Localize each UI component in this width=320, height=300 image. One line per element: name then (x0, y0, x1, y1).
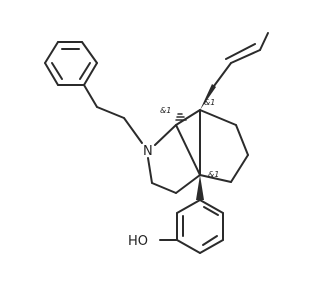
hashed-stereo-bond (175, 113, 187, 121)
phenyl-ring (44, 41, 98, 86)
stereo-label-c5: &1 (208, 170, 219, 179)
molecule-drawing: N (44, 32, 269, 254)
stereo-label-c1: &1 (160, 106, 171, 115)
ethyl-linker (83, 84, 143, 144)
stereo-label-c9: &1 (204, 98, 215, 107)
hydroxyphenyl-ring (176, 199, 224, 254)
wedge-aryl-bond (196, 175, 204, 200)
wedge-stereo-bond (200, 84, 216, 110)
nitrogen-atom-label: N (143, 144, 153, 159)
hydroxyl-atom-label: HO (128, 234, 148, 249)
propenyl-group (213, 32, 269, 87)
bicyclic-core (147, 109, 249, 194)
structure-canvas: N (44, 32, 269, 254)
